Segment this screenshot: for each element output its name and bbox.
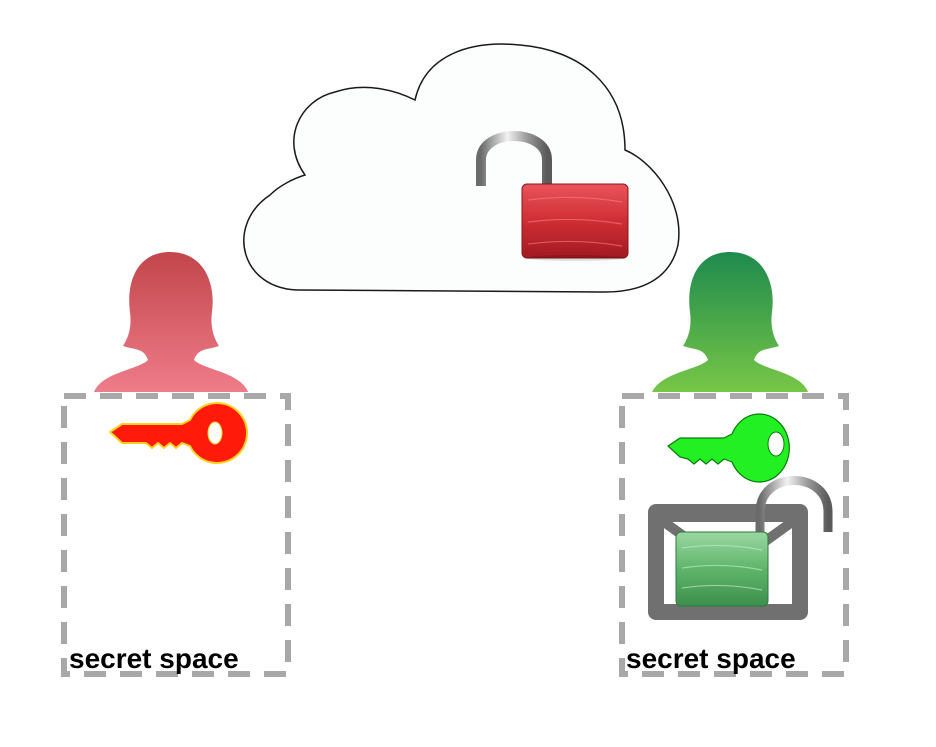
key-icon <box>667 413 790 483</box>
secret-space-box <box>619 393 849 677</box>
secret-space-label: secret space <box>69 643 239 674</box>
open-padlock-icon <box>476 131 629 261</box>
open-padlock-icon <box>675 476 833 607</box>
key-icon <box>109 402 249 464</box>
secret-space-label: secret space <box>626 643 796 674</box>
secret-space-box <box>61 393 291 677</box>
woman-silhouette-icon <box>94 252 248 392</box>
woman-silhouette-icon <box>652 252 808 392</box>
